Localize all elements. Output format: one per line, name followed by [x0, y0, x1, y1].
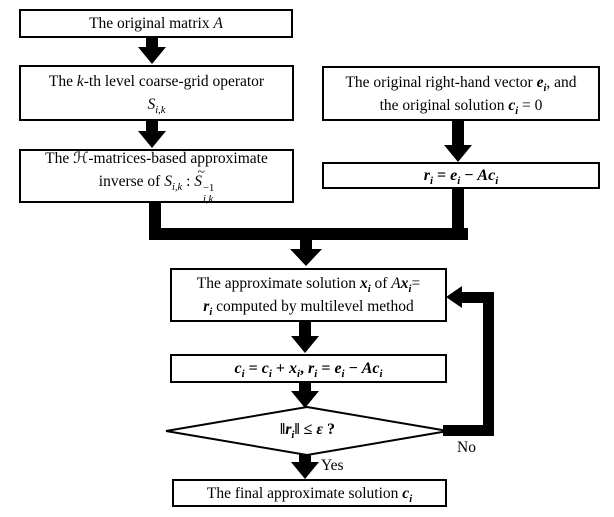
box-coarse-grid-line1: The k-th level coarse-grid operator — [48, 73, 265, 90]
connector-residual-to-bar — [452, 188, 464, 240]
box-h-matrices-inverse: The ℋ-matrices-based approximate inverse… — [19, 149, 294, 205]
decision-diamond-shape — [165, 405, 449, 457]
arrow-coarse-to-inverse-shaft — [146, 119, 158, 132]
box-rhs-vector: The original right-hand vector ei, and t… — [322, 66, 600, 121]
arrow-coarse-to-inverse-head — [138, 131, 166, 148]
box-original-matrix: The original matrix A — [19, 9, 293, 38]
box-coarse-grid-operator: The k-th level coarse-grid operator Si,k — [19, 65, 294, 121]
box-rhs-line1: The original right-hand vector ei, and — [345, 73, 577, 94]
arrow-bar-to-solve-shaft — [300, 239, 312, 250]
box-residual-text: ri = ei − Aci — [423, 167, 499, 188]
box-coarse-grid-line2: Si,k — [147, 96, 166, 117]
yes-label: Yes — [321, 457, 344, 474]
box-multilevel-line2: ri computed by multilevel method — [203, 298, 414, 319]
box-final-solution: The final approximate solution ci — [172, 479, 447, 507]
arrow-bar-to-solve-head — [290, 249, 322, 266]
box-rhs-line2: the original solution ci = 0 — [379, 96, 543, 117]
arrow-update-to-check-shaft — [299, 381, 311, 392]
arrow-matrix-to-coarse-shaft — [146, 36, 158, 48]
box-original-matrix-text: The original matrix A — [89, 15, 223, 32]
merge-bar — [149, 228, 468, 240]
box-residual: ri = ei − Aci — [322, 162, 600, 189]
arrow-solve-to-update-shaft — [299, 320, 311, 337]
no-loop-top-segment — [459, 292, 494, 303]
no-loop-arrow-head — [446, 286, 462, 308]
box-multilevel-line1: The approximate solution xi of Axi= — [196, 275, 421, 296]
arrow-matrix-to-coarse-head — [138, 47, 166, 64]
arrow-yes-head — [291, 462, 319, 479]
box-update-text: ci = ci + xi, ri = ei − Aci — [234, 360, 383, 381]
arrow-solve-to-update-head — [291, 336, 319, 353]
no-loop-vertical-segment — [483, 292, 494, 436]
arrow-rhs-to-residual-shaft — [452, 119, 464, 146]
arrow-update-to-check-head — [291, 391, 319, 408]
no-label: No — [457, 439, 476, 456]
decision-diamond-text: ‖ri‖ ≤ ε ? — [280, 421, 335, 442]
decision-diamond: ‖ri‖ ≤ ε ? — [165, 405, 450, 455]
box-update-step: ci = ci + xi, ri = ei − Aci — [170, 354, 447, 383]
no-loop-bottom-segment — [443, 425, 494, 436]
arrow-rhs-to-residual-head — [444, 145, 472, 162]
arrow-yes-shaft — [299, 452, 311, 463]
box-final-solution-text: The final approximate solution ci — [206, 484, 413, 505]
box-h-matrices-line1: The ℋ-matrices-based approximate — [45, 149, 268, 167]
box-multilevel-solve: The approximate solution xi of Axi= ri c… — [170, 268, 447, 322]
